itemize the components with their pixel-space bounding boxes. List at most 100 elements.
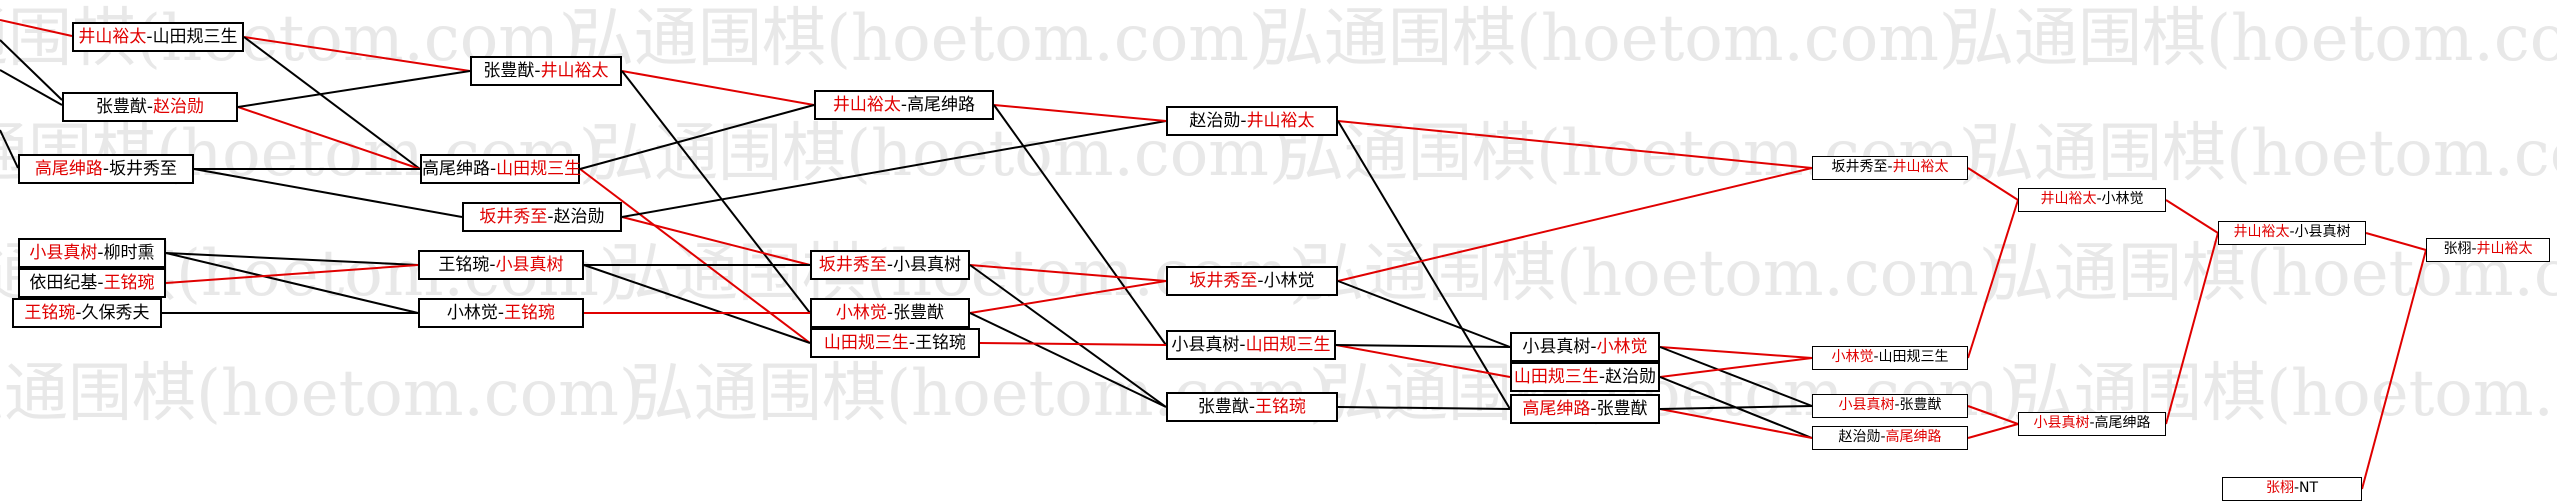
connector-line bbox=[2165, 199, 2219, 234]
match-node: 张栩-NT bbox=[2222, 477, 2362, 501]
player-a: 小县真树 bbox=[1171, 335, 1240, 355]
player-a: 张豊猷 bbox=[95, 97, 147, 117]
match-node: 依田纪基-王铭琬 bbox=[18, 268, 166, 298]
connector-line bbox=[1337, 167, 1813, 282]
connector-line bbox=[0, 129, 19, 169]
player-b: 张豊猷 bbox=[1899, 397, 1942, 413]
player-b: 赵治勋 bbox=[553, 207, 605, 227]
player-a: 山田规三生 bbox=[823, 333, 909, 353]
connector-line bbox=[579, 104, 815, 170]
player-a: 高尾绅路 bbox=[422, 159, 490, 179]
player-a: 井山裕太 bbox=[832, 95, 901, 115]
separator: - bbox=[900, 95, 908, 115]
connector-line bbox=[1659, 346, 1813, 407]
connector-line bbox=[165, 252, 419, 266]
connector-line bbox=[1659, 408, 1813, 439]
separator: - bbox=[908, 333, 916, 353]
separator: - bbox=[497, 303, 505, 323]
player-a: 王铭琬 bbox=[24, 303, 76, 323]
connector-line bbox=[1335, 344, 1511, 378]
connector-line bbox=[969, 264, 1167, 408]
player-a: 张豊猷 bbox=[1197, 397, 1249, 417]
player-b: 高尾绅路 bbox=[1885, 429, 1942, 445]
player-a: 张栩 bbox=[2443, 241, 2472, 257]
match-node: 坂井秀至-小县真树 bbox=[810, 250, 970, 280]
match-node: 小林觉-王铭琬 bbox=[418, 298, 584, 328]
match-node: 高尾绅路-张豊猷 bbox=[1510, 394, 1660, 424]
match-node: 张豊猷-井山裕太 bbox=[470, 56, 622, 86]
player-b: 柳时熏 bbox=[103, 243, 155, 263]
connector-line bbox=[193, 168, 463, 218]
connector-line bbox=[1337, 406, 1511, 410]
separator: - bbox=[97, 243, 104, 263]
match-node: 王铭琬-小县真树 bbox=[418, 250, 584, 280]
connector-line bbox=[237, 70, 471, 108]
separator: - bbox=[146, 97, 154, 117]
separator: - bbox=[2289, 224, 2295, 240]
separator: - bbox=[1248, 397, 1256, 417]
connector-line bbox=[0, 39, 63, 101]
match-node: 张豊猷-王铭琬 bbox=[1166, 392, 1338, 422]
separator: - bbox=[547, 207, 554, 227]
connector-line bbox=[583, 264, 811, 344]
separator: - bbox=[1598, 367, 1606, 387]
connector-line bbox=[1337, 280, 1511, 348]
match-node: 小县真树-张豊猷 bbox=[1812, 394, 1968, 418]
player-b: 小县真树 bbox=[2294, 224, 2351, 240]
separator: - bbox=[1880, 429, 1886, 445]
player-b: 井山裕太 bbox=[1246, 111, 1315, 131]
separator: - bbox=[1239, 335, 1246, 355]
separator: - bbox=[75, 303, 82, 323]
connector-line bbox=[2361, 249, 2427, 490]
player-b: 山田规三生 bbox=[1878, 349, 1949, 365]
player-b: 小县真树 bbox=[495, 255, 564, 275]
separator: - bbox=[489, 255, 496, 275]
connector-line bbox=[2165, 232, 2219, 425]
match-node: 高尾绅路-山田规三生 bbox=[420, 154, 581, 184]
connector-line bbox=[993, 104, 1167, 122]
separator: - bbox=[102, 159, 110, 179]
match-node: 赵治勋-井山裕太 bbox=[1166, 106, 1338, 136]
player-a: 坂井秀至 bbox=[818, 255, 887, 275]
player-b: 小林觉 bbox=[1596, 337, 1648, 357]
player-b: 山田规三生 bbox=[152, 27, 238, 47]
match-node: 山田规三生-王铭琬 bbox=[810, 328, 980, 358]
match-node: 井山裕太-小林觉 bbox=[2018, 188, 2166, 212]
match-node: 小县真树-山田规三生 bbox=[1166, 330, 1336, 360]
connector-line bbox=[0, 69, 63, 106]
match-node: 张栩-井山裕太 bbox=[2426, 238, 2550, 262]
connector-line bbox=[1659, 405, 1813, 410]
separator: - bbox=[2089, 415, 2095, 431]
player-a: 小县真树 bbox=[29, 243, 98, 263]
match-node: 赵治勋-高尾绅路 bbox=[1812, 426, 1968, 450]
connector-line bbox=[621, 216, 811, 266]
match-node: 坂井秀至-小林觉 bbox=[1166, 266, 1338, 296]
player-b: NT bbox=[2299, 480, 2319, 496]
player-b: 井山裕太 bbox=[540, 61, 609, 81]
separator: - bbox=[1590, 337, 1597, 357]
player-b: 坂井秀至 bbox=[109, 159, 178, 179]
separator: - bbox=[2293, 480, 2300, 496]
player-b: 王铭琬 bbox=[915, 333, 967, 353]
player-a: 高尾绅路 bbox=[34, 159, 103, 179]
connector-line bbox=[1967, 423, 2019, 439]
connector-line bbox=[1659, 357, 1813, 378]
connector-line bbox=[237, 106, 421, 170]
player-a: 高尾绅路 bbox=[1522, 399, 1591, 419]
connector-line bbox=[969, 264, 1167, 282]
player-a: 坂井秀至 bbox=[479, 207, 548, 227]
match-node: 井山裕太-高尾绅路 bbox=[814, 90, 994, 120]
connector-line bbox=[969, 312, 1167, 408]
match-node: 小林觉-张豊猷 bbox=[810, 298, 970, 328]
player-a: 坂井秀至 bbox=[1831, 159, 1888, 175]
match-node: 井山裕太-山田规三生 bbox=[72, 22, 244, 52]
player-b: 小县真树 bbox=[893, 255, 962, 275]
player-a: 井山裕太 bbox=[2040, 191, 2097, 207]
connector-line bbox=[1967, 199, 2019, 359]
match-node: 高尾绅路-坂井秀至 bbox=[18, 154, 194, 184]
connector-line bbox=[621, 70, 811, 314]
connector-line bbox=[2365, 232, 2427, 251]
match-node: 井山裕太-小县真树 bbox=[2218, 221, 2366, 245]
separator: - bbox=[1240, 111, 1247, 131]
connector-line bbox=[979, 342, 1167, 346]
